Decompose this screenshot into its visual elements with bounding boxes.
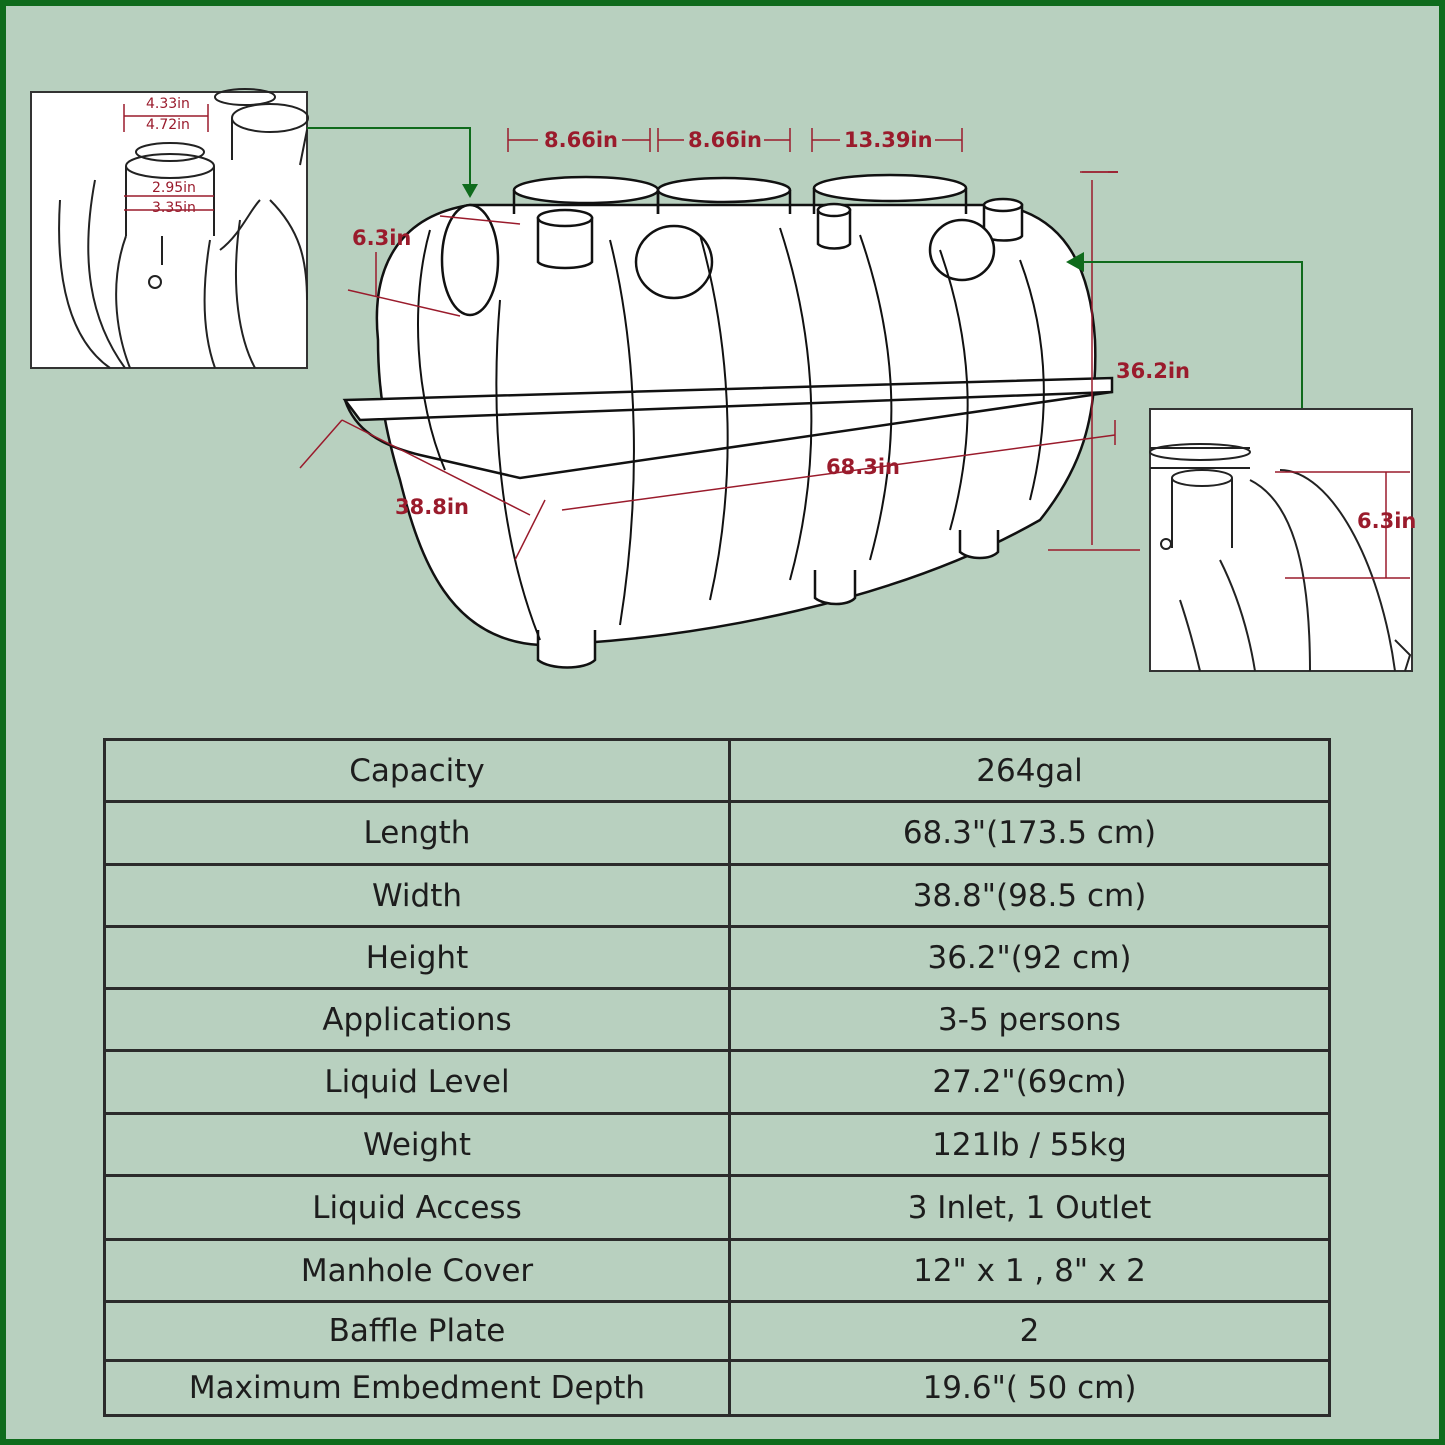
pointer-arrow-right xyxy=(1066,252,1303,408)
dim-right-detail-height: 6.3in xyxy=(1357,509,1416,533)
spec-value: 2 xyxy=(728,1300,1331,1362)
spec-value: 12" x 1 , 8" x 2 xyxy=(728,1238,1331,1303)
spec-value: 264gal xyxy=(728,738,1331,803)
spec-label: Applications xyxy=(103,987,731,1052)
spec-value: 121lb / 55kg xyxy=(728,1112,1331,1177)
spec-value: 3-5 persons xyxy=(728,987,1331,1052)
dim-width: 38.8in xyxy=(395,495,469,519)
pointer-arrow-left xyxy=(307,127,478,198)
dim-top-opening-1: 8.66in xyxy=(544,128,618,152)
dim-height: 36.2in xyxy=(1116,359,1190,383)
spec-value: 27.2"(69cm) xyxy=(728,1049,1331,1115)
spec-label: Liquid Access xyxy=(103,1174,731,1241)
spec-label: Weight xyxy=(103,1112,731,1177)
dim-left-pipe-height: 6.3in xyxy=(352,226,411,250)
spec-value: 38.8"(98.5 cm) xyxy=(728,863,1331,928)
dim-detail-4-72: 4.72in xyxy=(146,117,190,133)
septic-tank-diagram: 4.33in 4.72in 2.95in 3.35in xyxy=(30,88,1416,672)
dim-detail-2-95: 2.95in xyxy=(152,180,196,196)
spec-label: Liquid Level xyxy=(103,1049,731,1115)
dim-top-opening-3: 13.39in xyxy=(844,128,933,152)
tank-illustration xyxy=(342,173,1114,669)
spec-value: 3 Inlet, 1 Outlet xyxy=(728,1174,1331,1241)
dim-detail-4-33: 4.33in xyxy=(146,96,190,112)
spec-label: Capacity xyxy=(103,738,731,803)
right-detail-inset: 6.3in xyxy=(1149,408,1416,672)
spec-label: Maximum Embedment Depth xyxy=(103,1359,731,1417)
spec-value: 19.6"( 50 cm) xyxy=(728,1359,1331,1417)
left-detail-inset: 4.33in 4.72in 2.95in 3.35in xyxy=(30,88,309,369)
dim-top-opening-2: 8.66in xyxy=(688,128,762,152)
spec-label: Height xyxy=(103,925,731,990)
spec-label: Manhole Cover xyxy=(103,1238,731,1303)
dim-detail-3-35: 3.35in xyxy=(152,200,196,216)
spec-value: 36.2"(92 cm) xyxy=(728,925,1331,990)
spec-value: 68.3"(173.5 cm) xyxy=(728,800,1331,866)
spec-label: Baffle Plate xyxy=(103,1300,731,1362)
spec-label: Length xyxy=(103,800,731,866)
dim-length: 68.3in xyxy=(826,455,900,479)
dimension-lines xyxy=(299,128,1140,561)
spec-label: Width xyxy=(103,863,731,928)
